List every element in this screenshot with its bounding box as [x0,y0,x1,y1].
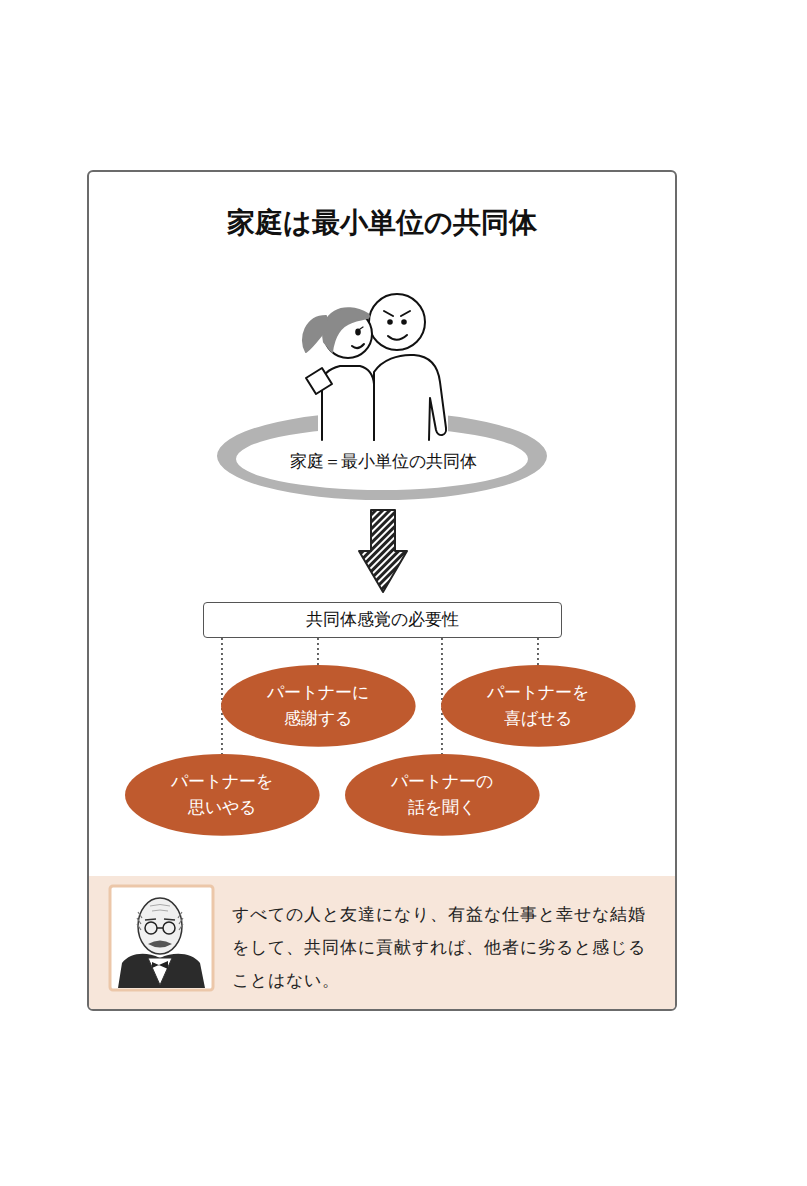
man-brow [384,311,393,316]
dotted-connector [317,638,319,665]
dotted-connector [441,638,443,754]
ellipse-fill [221,665,416,747]
woman-eye [356,330,360,335]
portrait-glasses [145,922,157,934]
portrait-glasses-bridge [157,927,163,929]
portrait-head [138,898,182,954]
quote-band: すべての人と友達になり、有益な仕事と幸せな結婚 をして、共同体に貢献すれば、他者… [89,876,675,1019]
panel-frame [88,171,676,1010]
ellipse-shape [221,665,416,747]
ellipse-shape [345,754,540,836]
man-eye [388,320,392,324]
flow-arrow [359,510,407,592]
process-box: 共同体感覚の必要性 [203,602,562,638]
dotted-connector [221,638,223,754]
node-text: パートナーに 感謝する [253,680,383,732]
action-ellipse: パートナーの 話を聞く [345,754,540,836]
ellipse-fill [441,665,636,747]
ring-band [217,412,547,500]
diagram-title: 家庭は最小単位の共同体 [88,203,676,243]
man-brow [401,311,410,316]
ellipse-fill [125,754,320,836]
man-head [369,294,425,350]
node-text: パートナーを 喜ばせる [473,680,603,732]
man-smile [388,335,407,340]
portrait-bowtie [152,961,168,969]
woman-hand [306,368,332,394]
node-text: すべての人と友達になり、有益な仕事と幸せな結婚 をして、共同体に貢献すれば、他者… [232,898,662,997]
man-eye [402,320,406,324]
action-ellipse: パートナーに 感謝する [221,665,416,747]
node-text: パートナーの 話を聞く [377,769,507,821]
portrait-hair [137,912,183,930]
ellipse-fill [345,754,540,836]
portrait-mustache [148,941,172,948]
portrait-frame [110,886,213,990]
woman-ponytail [303,316,326,352]
node-text: 共同体感覚の必要性 [306,609,459,631]
node-text: パートナーを 思いやる [157,769,287,821]
portrait-brows [145,919,175,920]
woman-hair [323,308,369,352]
portrait [110,886,213,990]
ellipse-shape [441,665,636,747]
ring-node: 家庭＝最小単位の共同体 [215,410,551,502]
action-ellipse: パートナーを 思いやる [125,754,320,836]
dotted-connector [537,638,539,665]
portrait-glasses [163,922,175,934]
portrait-wrinkles [150,905,170,912]
node-text: 家庭＝最小単位の共同体 [290,451,477,473]
portrait-shirt [148,958,172,985]
quote-band-fill [89,876,675,1009]
woman-lash [360,327,363,329]
ellipse-shape [125,754,320,836]
action-ellipse: パートナーを 喜ばせる [441,665,636,747]
portrait-jacket [118,954,205,988]
woman-smile [352,344,364,348]
